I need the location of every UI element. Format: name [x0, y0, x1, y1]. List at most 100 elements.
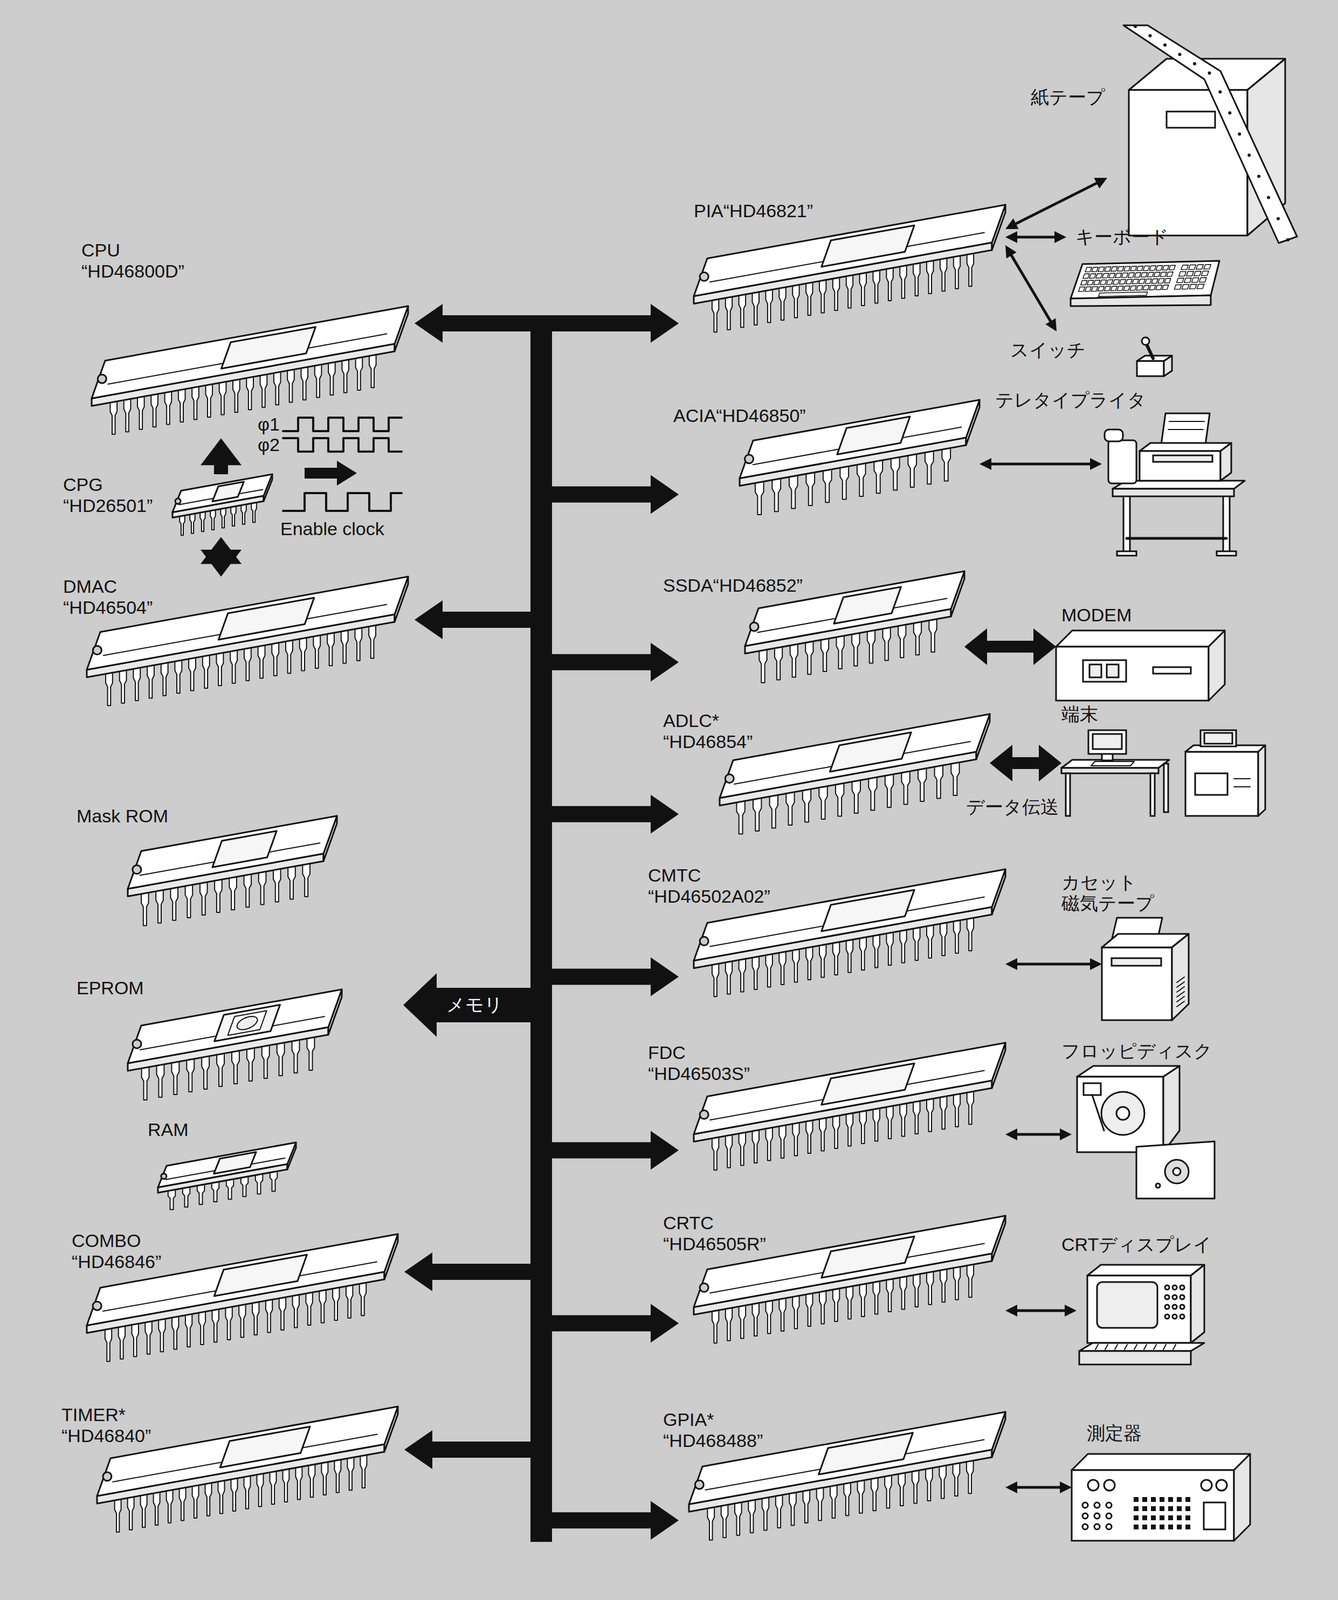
chip-drawing: [693, 1043, 1006, 1171]
meter-key: [1150, 1506, 1156, 1512]
chip-lead-line: [709, 1272, 824, 1294]
tape-hole: [1163, 43, 1167, 47]
peripheral-device: キーボード: [1066, 226, 1220, 307]
tape-hole: [1133, 24, 1137, 29]
chip-lead-line: [238, 489, 263, 494]
modem-side: [1208, 630, 1225, 701]
tape-hole: [1266, 196, 1271, 200]
meter-key: [1176, 1497, 1182, 1503]
key: [1111, 266, 1118, 272]
device-drawing: [1061, 730, 1266, 817]
chip-lead-line: [902, 427, 962, 439]
key: [1085, 286, 1092, 292]
chip-drawing: [693, 204, 1006, 333]
connector: [1005, 1128, 1072, 1141]
peripheral-device: スイッチ: [1010, 331, 1174, 380]
peripheral-device: CRTディスプレイ: [1076, 1265, 1205, 1368]
key: [1155, 285, 1163, 291]
chip: RAM: [157, 1142, 296, 1213]
device-label: スイッチ: [1010, 339, 1086, 361]
chip-lead-line: [906, 232, 985, 247]
connector-line: [1015, 1309, 1068, 1313]
tape-hole: [1218, 90, 1222, 94]
vent-line: [1176, 996, 1185, 1003]
eprom-window: [228, 1011, 267, 1037]
crt-key: [1180, 1285, 1185, 1291]
connector-line: [1008, 757, 1044, 770]
desk-front: [1061, 768, 1159, 774]
chip-lead-line: [306, 604, 388, 620]
key: [1098, 292, 1148, 298]
bus-arrow: [414, 600, 542, 640]
modem-top: [1056, 630, 1225, 647]
arrowhead: [1005, 245, 1017, 259]
chip: ACIA“HD46850”: [739, 399, 980, 519]
tape-hole: [1276, 217, 1280, 221]
crt-keyboard-top: [1079, 1343, 1205, 1352]
key: [1083, 273, 1090, 279]
device-label: フロッピディスク: [1061, 1040, 1213, 1062]
device-label: テレタイプライタ: [995, 389, 1147, 411]
meter-key: [1150, 1515, 1156, 1521]
cassette-side: [1171, 934, 1189, 1021]
key: [1162, 265, 1169, 271]
bus-arrow: [414, 304, 542, 343]
arrowhead: [964, 628, 988, 666]
chip-die-window: [212, 831, 277, 868]
chip-label: RAM: [147, 1119, 189, 1141]
chip-notch: [725, 774, 734, 784]
key: [1178, 271, 1187, 277]
drive-front: [1077, 1077, 1164, 1153]
device-drawing: [1071, 1454, 1251, 1542]
vent-line: [1176, 1001, 1185, 1008]
paper-line: [1168, 429, 1204, 431]
meter-button: [1106, 1502, 1112, 1509]
connector: [1005, 245, 1057, 332]
body-front: [1139, 451, 1221, 481]
chip: DMAC “HD46504”: [86, 576, 409, 710]
chip-lead-line: [307, 334, 387, 349]
chip-top: [172, 474, 273, 513]
crt-keyboard-key: [1124, 1345, 1128, 1350]
device-drawing: [1079, 1265, 1205, 1365]
chip: EPROM: [127, 989, 342, 1104]
chip-label: ACIA“HD46850”: [673, 405, 806, 427]
chip-die-window: [821, 890, 915, 932]
key: [1097, 286, 1105, 292]
key: [1151, 278, 1158, 284]
key: [1132, 279, 1139, 285]
chip-lead-line: [140, 862, 215, 877]
key: [1085, 267, 1092, 273]
chip-label: GPIA* “HD468488”: [663, 1409, 763, 1452]
chip-notch: [694, 1480, 704, 1490]
display-digit: [1106, 664, 1119, 678]
chip-top: [127, 989, 342, 1064]
chip-label: PIA“HD46821”: [693, 200, 813, 222]
meter-key: [1150, 1497, 1156, 1503]
cassette-slot: [1111, 958, 1162, 967]
chip-lead-line: [108, 363, 224, 384]
arrowhead: [1005, 231, 1018, 244]
key: [1149, 265, 1157, 271]
chip-notch: [102, 1472, 112, 1482]
chip-notch: [699, 272, 709, 281]
meter-key: [1159, 1497, 1165, 1503]
signal-label: Enable clock: [280, 518, 385, 540]
peripheral-device: 紙テープ: [1107, 25, 1302, 245]
crt-keyboard-key: [1114, 1345, 1118, 1350]
chip-notch: [745, 454, 754, 464]
chip-die-window: [821, 225, 915, 267]
meter-knob: [1087, 1480, 1099, 1492]
bus-arrow: [541, 475, 679, 515]
meter-button: [1106, 1524, 1112, 1530]
chip-die-window: [821, 1236, 915, 1279]
receiver-box: [1108, 440, 1137, 484]
switch-front: [1136, 361, 1164, 377]
chip-die-window: [837, 416, 910, 455]
chip-notch: [132, 1039, 142, 1049]
chip-drawing: [172, 474, 273, 536]
index-hole: [1155, 1183, 1161, 1189]
meter-key: [1176, 1506, 1182, 1512]
chip-drawing: [127, 989, 342, 1101]
key: [1203, 264, 1212, 270]
